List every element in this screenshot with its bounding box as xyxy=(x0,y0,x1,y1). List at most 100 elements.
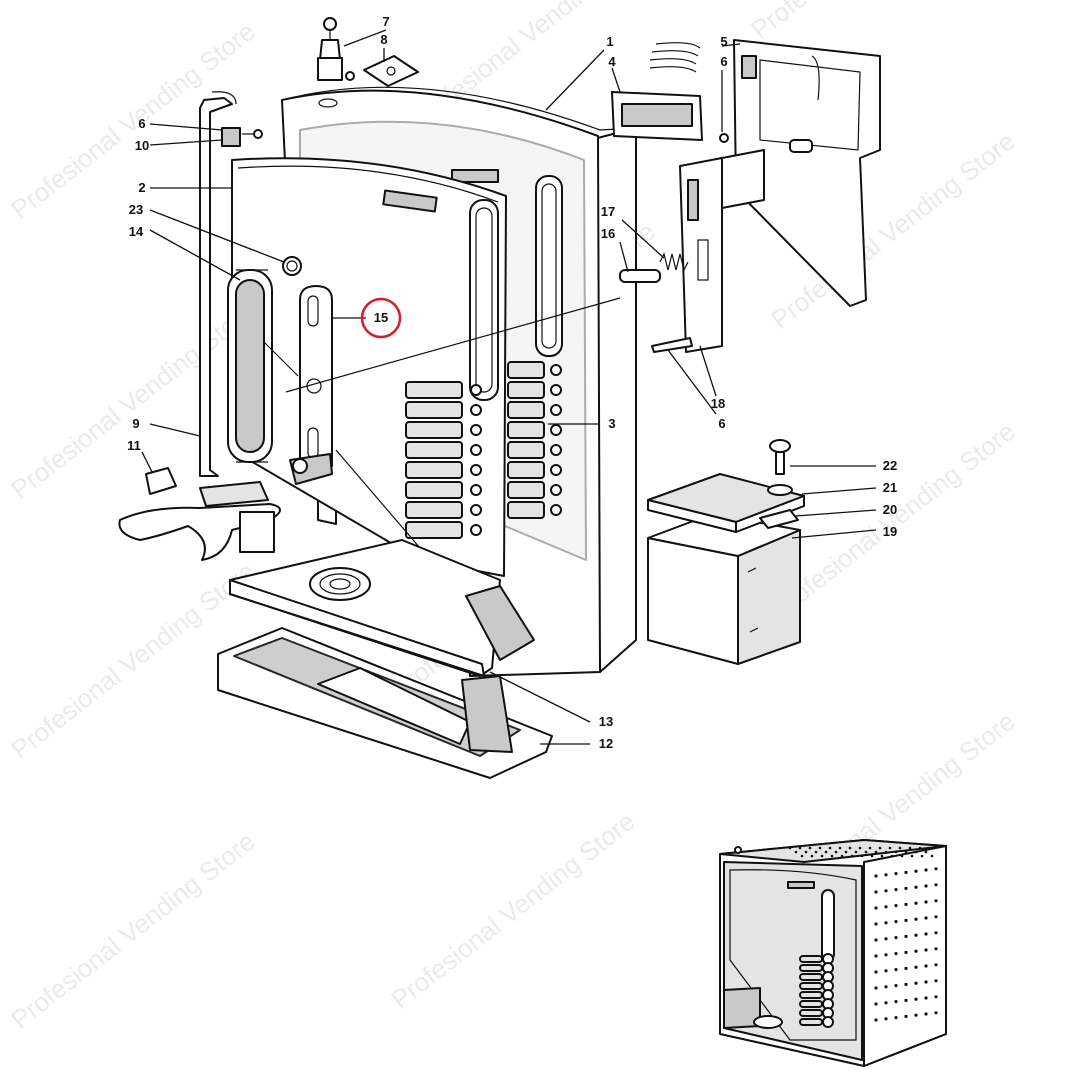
callout-label-21: 21 xyxy=(883,480,897,495)
callout-label-7: 7 xyxy=(382,14,389,29)
vent-dot xyxy=(890,854,894,858)
part-screw-6c xyxy=(651,337,693,353)
vent-dot xyxy=(914,885,918,889)
vent-dot xyxy=(924,1012,928,1016)
part-coin-box-19 xyxy=(647,513,801,665)
part-cup-holder-11 xyxy=(118,467,281,561)
vent-dot xyxy=(854,850,858,854)
vent-dot xyxy=(904,998,908,1003)
vent-dot xyxy=(934,883,938,887)
part-ring-23 xyxy=(282,256,302,276)
vent-dot xyxy=(884,937,888,941)
btnCol2-led xyxy=(470,404,482,416)
thumbBtns-button xyxy=(799,973,823,981)
vent-dot xyxy=(934,915,938,919)
vent-dot xyxy=(914,1013,918,1017)
thumbBtns-button xyxy=(799,1018,823,1026)
vent-dot xyxy=(898,846,902,850)
part-hinge-rod xyxy=(199,91,237,477)
part-lever-15 xyxy=(289,285,333,485)
vent-dot xyxy=(874,922,878,926)
btnCol2-button xyxy=(405,461,463,479)
btnCol3-button xyxy=(507,481,545,499)
btnCol3-led xyxy=(550,364,562,376)
vent-dot xyxy=(884,905,888,909)
callout-label-17: 17 xyxy=(601,204,615,219)
part-screw-6a xyxy=(242,129,263,139)
vent-dot xyxy=(888,846,892,850)
btnCol3-button xyxy=(507,441,545,459)
vent-dot xyxy=(884,921,888,925)
vent-dot xyxy=(914,869,918,873)
btnCol3-button xyxy=(507,361,545,379)
vent-dot xyxy=(894,920,898,924)
callout-label-18: 18 xyxy=(711,396,725,411)
vent-dot xyxy=(904,950,908,955)
btnCol2-led xyxy=(470,424,482,436)
part-drip-tray-12 xyxy=(217,627,553,779)
watermark-text: Profesional Vending Store xyxy=(5,296,260,505)
callout-label-22: 22 xyxy=(883,458,897,473)
callout-label-11: 11 xyxy=(127,438,141,453)
vent-dot xyxy=(924,948,928,952)
callout-label-6b: 6 xyxy=(138,116,145,131)
vent-dot xyxy=(914,997,918,1001)
btnCol2-button xyxy=(405,381,463,399)
thumbBtns-led xyxy=(822,1016,834,1028)
vent-dot xyxy=(904,870,908,875)
vent-dot xyxy=(894,888,898,892)
vent-dot xyxy=(914,949,918,953)
btnCol3-button xyxy=(507,461,545,479)
vent-dot xyxy=(934,979,938,983)
vent-dot xyxy=(884,953,888,957)
thumbBtns-button xyxy=(799,955,823,963)
thumbBtns-button xyxy=(799,982,823,990)
vent-dot xyxy=(924,980,928,984)
btnCol3-led xyxy=(550,484,562,496)
vent-dot xyxy=(904,966,908,971)
vent-dot xyxy=(934,899,938,903)
vent-dot xyxy=(894,968,898,972)
vent-dot xyxy=(904,1014,908,1019)
vent-dot xyxy=(870,854,874,858)
vent-dot xyxy=(798,846,802,850)
watermark-text: Profesional Vending Store xyxy=(5,16,260,225)
vent-dot xyxy=(924,932,928,936)
vent-dot xyxy=(814,850,818,854)
callout-label-13: 13 xyxy=(599,714,613,729)
btnCol2-button xyxy=(405,441,463,459)
callout-label-16: 16 xyxy=(601,226,615,241)
vent-dot xyxy=(934,1011,938,1015)
callout-label-23: 23 xyxy=(129,202,143,217)
vent-dot xyxy=(914,850,918,854)
assembled-machine-thumbnail xyxy=(719,839,947,1067)
vent-dot xyxy=(894,984,898,988)
vent-dot xyxy=(874,1018,878,1022)
callout-label-20: 20 xyxy=(883,502,897,517)
vent-dot xyxy=(810,854,814,858)
thumbBtns-button xyxy=(799,991,823,999)
vent-dot xyxy=(934,931,938,935)
vent-dot xyxy=(904,982,908,987)
vent-dot xyxy=(908,846,912,850)
btnCol3-led xyxy=(550,424,562,436)
btnCol2-led xyxy=(470,444,482,456)
vent-dot xyxy=(850,854,854,858)
watermark-text: Profesional Vending Store xyxy=(5,826,260,1035)
callout-label-12: 12 xyxy=(599,736,613,751)
vent-dot xyxy=(914,901,918,905)
btnCol3-button xyxy=(507,381,545,399)
vent-dot xyxy=(914,981,918,985)
btnCol3-led xyxy=(550,404,562,416)
callout-label-8: 8 xyxy=(380,32,387,47)
vent-dot xyxy=(924,916,928,920)
vent-dot xyxy=(824,850,828,854)
btnCol2-button xyxy=(405,481,463,499)
part-bracket-5 xyxy=(733,39,881,307)
part-spring-17 xyxy=(659,252,689,272)
part-lid-21 xyxy=(647,473,805,533)
btnCol3-led xyxy=(550,464,562,476)
vent-dot xyxy=(878,846,882,850)
btnCol2-button xyxy=(405,401,463,419)
vent-dot xyxy=(930,854,934,858)
